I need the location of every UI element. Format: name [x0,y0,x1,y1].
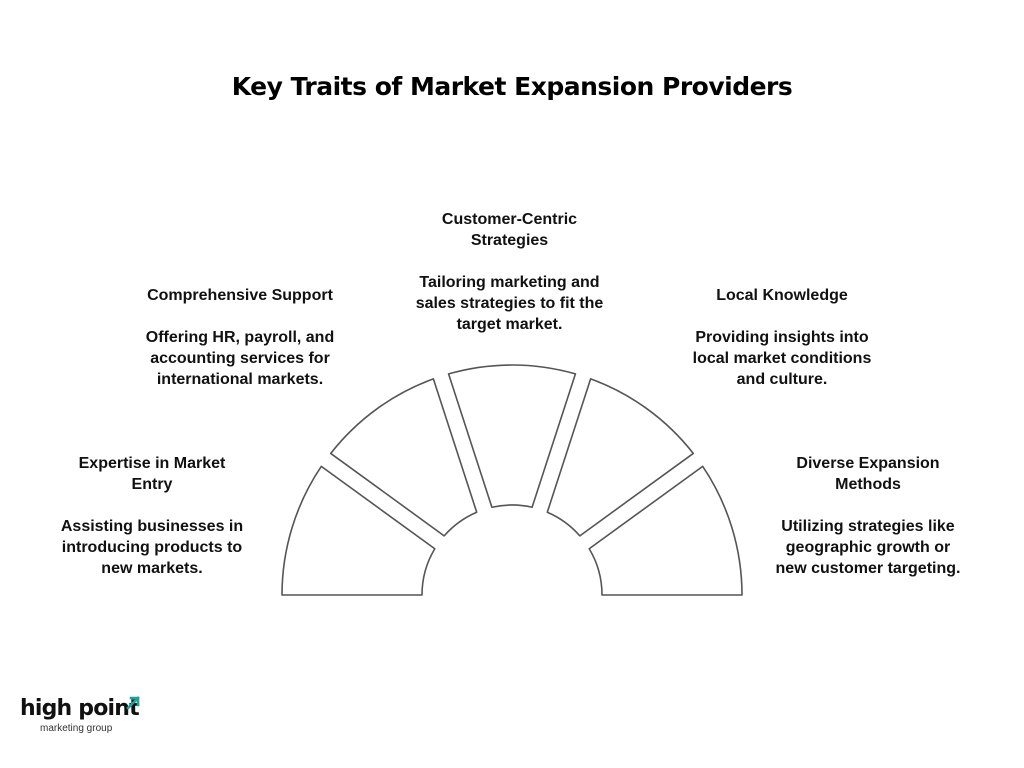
segment-support [329,378,478,537]
trait-heading: Expertise in Market Entry [78,455,226,493]
trait-heading: Diverse Expansion Methods [796,455,940,493]
trait-description: Utilizing strategies like geographic gro… [775,518,961,577]
logo-arrow-icon [126,696,140,710]
trait-heading: Customer-Centric Strategies [441,211,578,249]
segment-diverse-methods [588,465,743,596]
trait-block-customer-centric: Customer-Centric Strategies Tailoring ma… [402,209,617,335]
trait-block-local-knowledge: Local Knowledge Providing insights into … [684,285,880,390]
trait-block-support: Comprehensive Support Offering HR, payro… [138,285,342,390]
logo-tagline: marketing group [40,723,113,734]
diagram-title: Key Traits of Market Expansion Providers [231,72,793,101]
logo-name: high point [20,696,140,721]
trait-description: Assisting businesses in introducing prod… [60,518,244,577]
company-logo: high point marketing group [20,696,140,736]
segment-expertise [281,465,436,596]
trait-block-diverse-methods: Diverse Expansion Methods Utilizing stra… [770,453,966,579]
trait-description: Providing insights into local market con… [692,329,872,388]
trait-description: Tailoring marketing and sales strategies… [415,274,604,333]
trait-block-expertise: Expertise in Market Entry Assisting busi… [56,453,248,579]
trait-heading: Comprehensive Support [147,287,333,304]
trait-heading: Local Knowledge [716,287,848,304]
trait-description: Offering HR, payroll, and accounting ser… [145,329,335,388]
segment-local-knowledge [546,378,695,537]
segment-customer-centric [447,364,577,509]
